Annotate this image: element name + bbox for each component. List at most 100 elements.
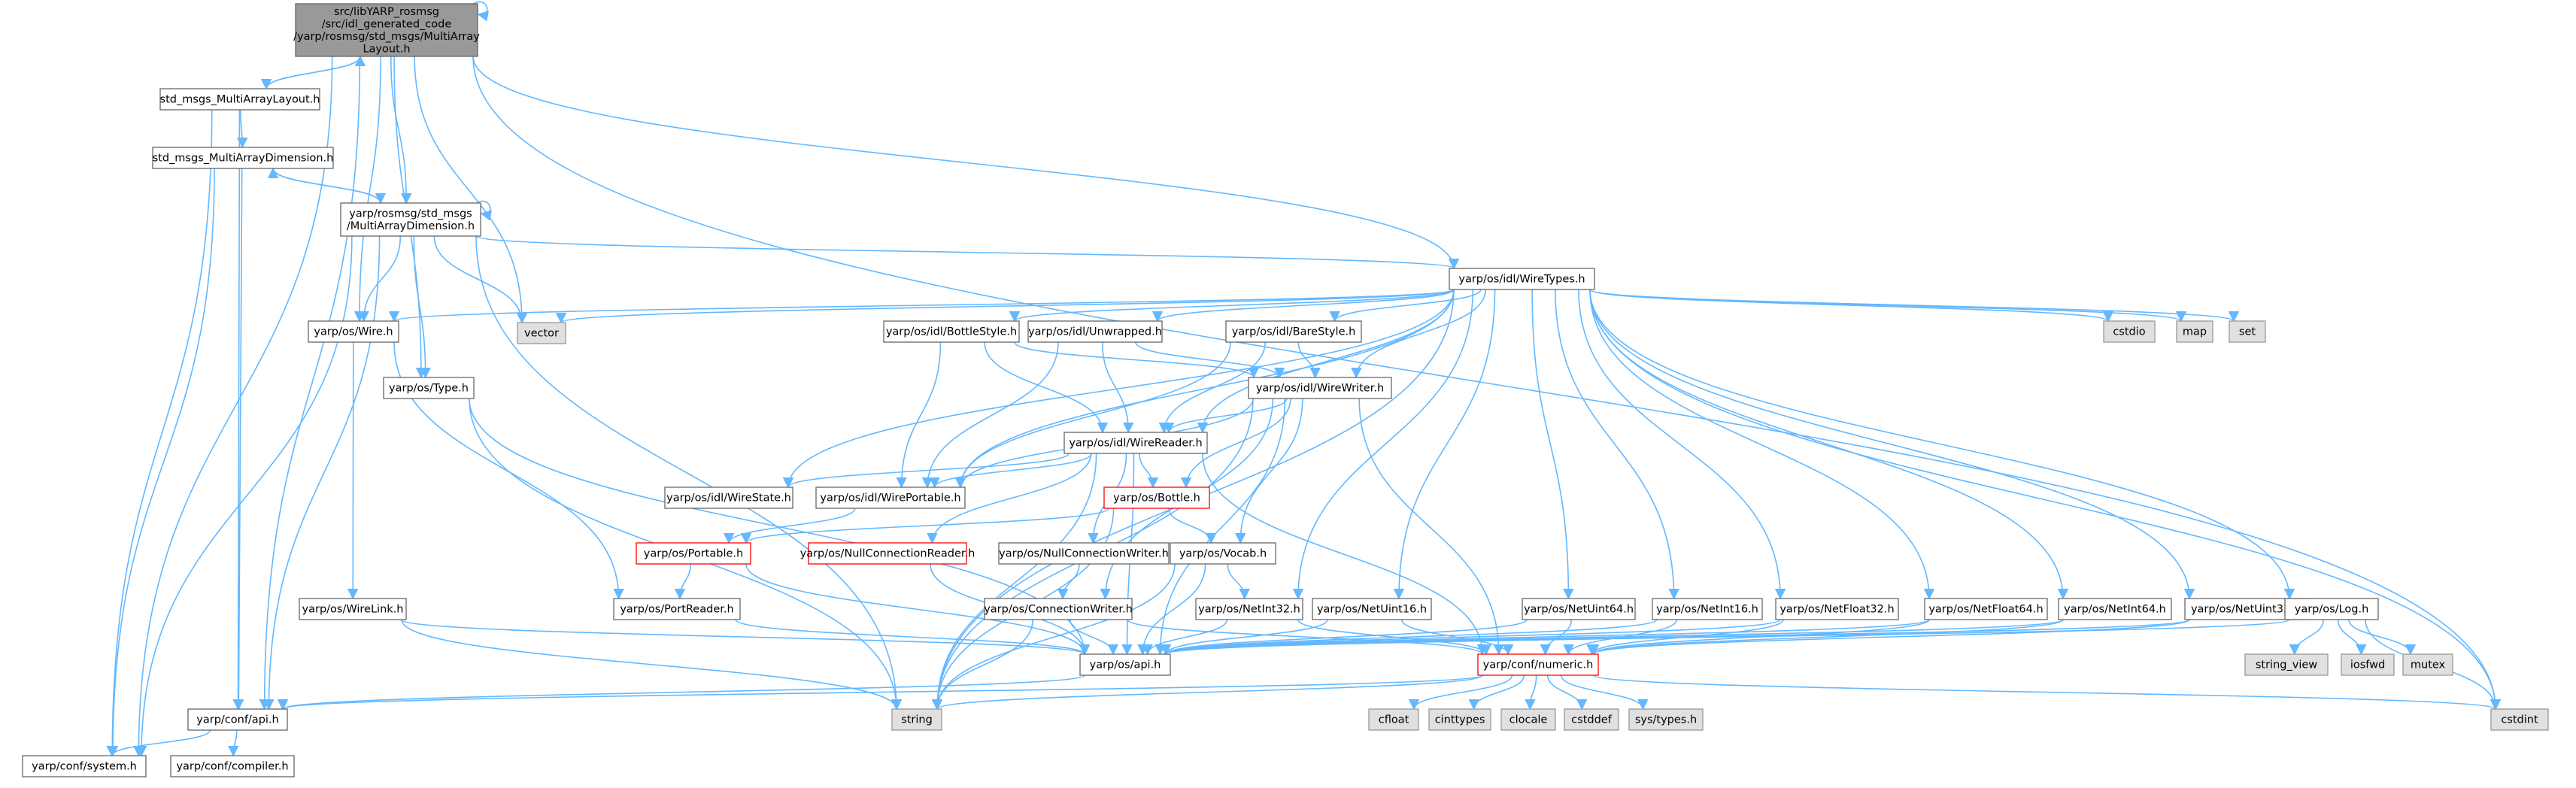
edge-netuint64-to-osapi: [1161, 619, 1528, 656]
node-mutex: mutex: [2402, 653, 2453, 676]
node-type[interactable]: yarp/os/Type.h: [383, 377, 475, 399]
node-root[interactable]: src/libYARP_rosmsg/src/idl_generated_cod…: [293, 3, 480, 57]
edge-netuint16-to-osapi: [1160, 619, 1328, 656]
edge-unwrapped-to-wirewriter: [1135, 341, 1285, 379]
node-box-layout: [159, 88, 320, 111]
node-netfloat64[interactable]: yarp/os/NetFloat64.h: [1924, 598, 2048, 620]
node-label-wiretypes-line-0: yarp/os/idl/WireTypes.h: [1458, 274, 1585, 286]
node-wirewriter[interactable]: yarp/os/idl/WireWriter.h: [1248, 377, 1392, 399]
node-dimension[interactable]: std_msgs_MultiArrayDimension.h: [152, 147, 334, 169]
edge-netint32-to-numeric: [1297, 619, 1491, 656]
node-netuint16[interactable]: yarp/os/NetUint16.h: [1312, 598, 1432, 620]
node-label-netfloat64-line-0: yarp/os/NetFloat64.h: [1928, 604, 2043, 616]
node-bottlestyle[interactable]: yarp/os/idl/BottleStyle.h: [883, 320, 1020, 343]
node-compiler[interactable]: yarp/conf/compiler.h: [170, 755, 295, 777]
node-netint64[interactable]: yarp/os/NetInt64.h: [2058, 598, 2172, 620]
node-label-netuint16-line-0: yarp/os/NetUint16.h: [1317, 604, 1427, 616]
edge-numeric-to-clocale: [1525, 674, 1537, 711]
edge-root-to-confapi: [259, 56, 361, 711]
node-unwrapped[interactable]: yarp/os/idl/Unwrapped.h: [1027, 320, 1163, 343]
node-log[interactable]: yarp/os/Log.h: [2284, 598, 2379, 620]
node-portreader[interactable]: yarp/os/PortReader.h: [613, 598, 741, 620]
node-label-portreader-line-0: yarp/os/PortReader.h: [620, 604, 733, 616]
edge-numeric-to-systypes: [1560, 674, 1649, 711]
edge-wireportable-to-portable: [724, 508, 856, 544]
edge-numeric-to-cinttypes: [1468, 674, 1525, 711]
node-netint32[interactable]: yarp/os/NetInt32.h: [1195, 598, 1303, 620]
node-cinttypes: cinttypes: [1428, 708, 1491, 731]
node-wireportable[interactable]: yarp/os/idl/WirePortable.h: [815, 486, 966, 509]
node-wiretypes[interactable]: yarp/os/idl/WireTypes.h: [1449, 268, 1595, 290]
node-label-vocab-line-0: yarp/os/Vocab.h: [1179, 548, 1267, 560]
edge-rosdim-to-vector: [433, 235, 528, 324]
node-numeric[interactable]: yarp/conf/numeric.h: [1477, 653, 1599, 676]
node-label-systypes-line-0: sys/types.h: [1635, 714, 1697, 726]
edge-root-to-rosdim: [390, 56, 412, 205]
node-barestyle[interactable]: yarp/os/idl/BareStyle.h: [1225, 320, 1362, 343]
node-box-vocab: [1170, 542, 1276, 565]
node-box-wiretypes: [1449, 268, 1595, 290]
node-label-wire-line-0: yarp/os/Wire.h: [314, 326, 393, 338]
node-netfloat32[interactable]: yarp/os/NetFloat32.h: [1775, 598, 1899, 620]
node-box-netint64: [2058, 598, 2172, 620]
node-netint16[interactable]: yarp/os/NetInt16.h: [1652, 598, 1763, 620]
edge-wiretypes-to-netuint64: [1531, 289, 1574, 600]
node-label-string-line-0: string: [901, 714, 933, 726]
edge-wiretypes-to-netuint32: [1589, 289, 2195, 600]
node-box-type: [383, 377, 475, 399]
node-box-dimension: [152, 147, 334, 169]
node-box-wirelink: [299, 598, 407, 620]
edge-wirewriter-to-numeric: [1358, 398, 1504, 656]
node-box-numeric: [1477, 653, 1599, 676]
node-systypes: sys/types.h: [1628, 708, 1704, 731]
node-string: string: [891, 708, 942, 731]
node-nullwriter[interactable]: yarp/os/NullConnectionWriter.h: [998, 542, 1170, 565]
edge-wiretypes-to-log: [1589, 289, 2295, 600]
edge-connwriter-to-osapi: [1070, 619, 1119, 656]
edge-confapi-to-system: [106, 729, 211, 757]
edge-connwriter-to-numeric: [1127, 619, 1488, 656]
node-label-log-line-0: yarp/os/Log.h: [2295, 604, 2369, 616]
edge-root-to-system: [133, 56, 333, 757]
node-label-cstdint-line-0: cstdint: [2501, 714, 2538, 726]
edge-wiretypes-to-bottlestyle: [1009, 289, 1455, 323]
node-iosfwd: iosfwd: [2341, 653, 2395, 676]
node-label-cfloat-line-0: cfloat: [1379, 714, 1409, 726]
edge-vocab-to-string: [931, 563, 1176, 711]
node-rosdim[interactable]: yarp/rosmsg/std_msgs/MultiArrayDimension…: [340, 202, 481, 237]
node-box-netuint64: [1522, 598, 1636, 620]
node-bottle[interactable]: yarp/os/Bottle.h: [1103, 486, 1210, 509]
edge-wiretypes-to-vector: [556, 289, 1455, 324]
edge-portable-to-portreader: [674, 563, 691, 600]
node-netuint64[interactable]: yarp/os/NetUint64.h: [1522, 598, 1636, 620]
node-cstdint: cstdint: [2490, 708, 2549, 731]
node-label-cstddef-line-0: cstddef: [1571, 714, 1613, 726]
node-box-bottlestyle: [883, 320, 1020, 343]
node-layout[interactable]: std_msgs_MultiArrayLayout.h: [159, 88, 320, 111]
node-system[interactable]: yarp/conf/system.h: [22, 755, 147, 777]
node-box-netint16: [1652, 598, 1763, 620]
node-label-string_view-line-0: string_view: [2256, 659, 2317, 671]
node-string_view: string_view: [2244, 653, 2329, 676]
node-nullreader[interactable]: yarp/os/NullConnectionReader.h: [800, 542, 975, 565]
node-vocab[interactable]: yarp/os/Vocab.h: [1170, 542, 1276, 565]
edge-numeric-to-confapi: [278, 674, 1483, 711]
node-wirelink[interactable]: yarp/os/WireLink.h: [299, 598, 407, 620]
node-wire[interactable]: yarp/os/Wire.h: [308, 320, 399, 343]
node-connwriter[interactable]: yarp/os/ConnectionWriter.h: [984, 598, 1133, 620]
node-wirereader[interactable]: yarp/os/idl/WireReader.h: [1063, 432, 1208, 454]
node-box-systypes: [1628, 708, 1704, 731]
node-osapi[interactable]: yarp/os/api.h: [1079, 653, 1171, 676]
node-label-osapi-line-0: yarp/os/api.h: [1090, 659, 1161, 671]
node-confapi[interactable]: yarp/conf/api.h: [187, 708, 288, 731]
edge-wiretypes-to-netint16: [1555, 289, 1679, 600]
node-label-confapi-line-0: yarp/conf/api.h: [196, 714, 278, 726]
edge-wiretypes-to-unwrapped: [1152, 289, 1455, 323]
node-box-mutex: [2402, 653, 2453, 676]
node-wirestate[interactable]: yarp/os/idl/WireState.h: [664, 486, 793, 509]
node-label-root-line-1: /src/idl_generated_code: [322, 18, 452, 30]
node-label-mutex-line-0: mutex: [2411, 659, 2446, 671]
node-portable[interactable]: yarp/os/Portable.h: [636, 542, 751, 565]
edge-wirewriter-to-bottle: [1180, 398, 1291, 489]
node-label-netint16-line-0: yarp/os/NetInt16.h: [1656, 604, 1758, 616]
